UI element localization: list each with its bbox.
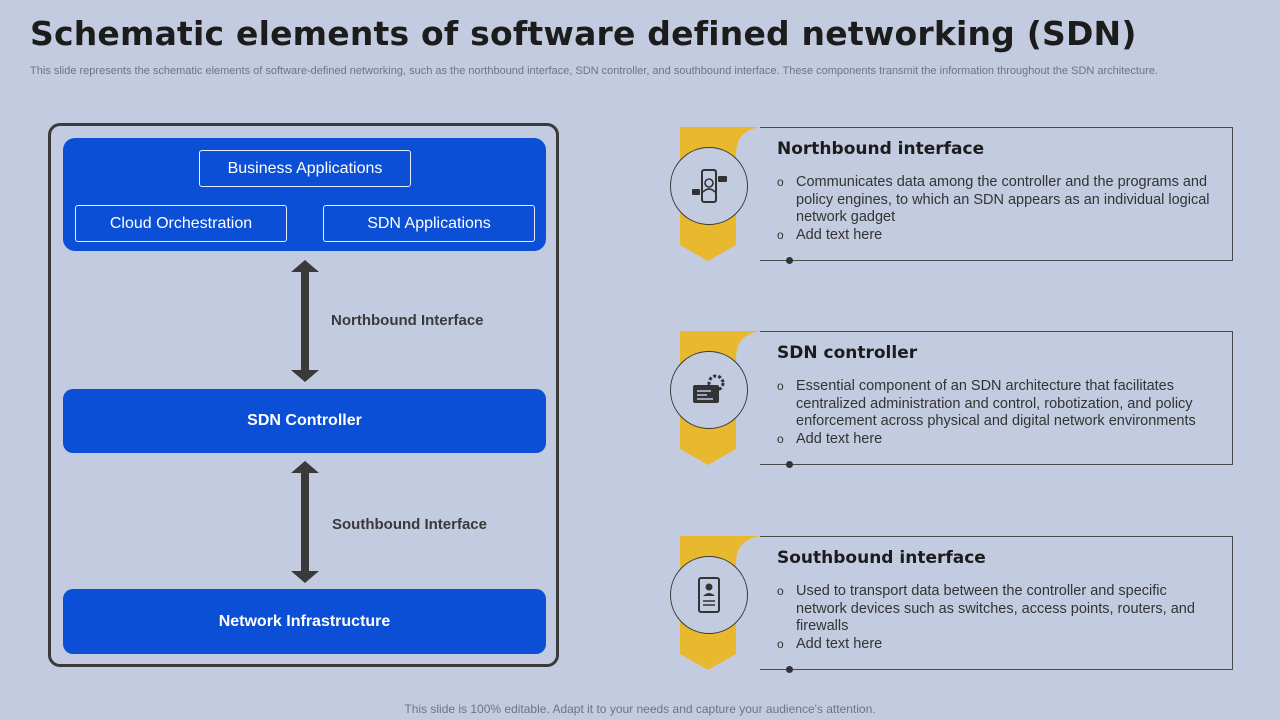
- southbound-arrow-icon: [291, 461, 319, 583]
- network-infrastructure-box: Network Infrastructure: [63, 589, 546, 654]
- divider-line: [790, 669, 1233, 670]
- card-northbound: Northbound interface Communicates data a…: [670, 127, 1233, 264]
- divider-dot: [786, 461, 793, 468]
- list-item: Essential component of an SDN architectu…: [777, 378, 1217, 431]
- divider-line: [790, 260, 1233, 261]
- divider-line: [790, 464, 1233, 465]
- card-sdn-controller: SDN controller Essential component of an…: [670, 331, 1233, 468]
- application-layer-box: [63, 138, 546, 251]
- card-heading: Southbound interface: [777, 548, 986, 568]
- card-southbound: Southbound interface Used to transport d…: [670, 536, 1233, 673]
- card-heading: Northbound interface: [777, 139, 985, 159]
- device-user-icon: [670, 556, 748, 634]
- slide-subtitle: This slide represents the schematic elem…: [30, 65, 1158, 77]
- sdn-diagram-frame: [48, 123, 559, 667]
- northbound-interface-label: Northbound Interface: [331, 312, 484, 329]
- bullet-list: Communicates data among the controller a…: [777, 174, 1217, 244]
- slide-footer: This slide is 100% editable. Adapt it to…: [404, 702, 876, 716]
- server-gear-icon: [670, 351, 748, 429]
- slide-title: Schematic elements of software defined n…: [30, 14, 1137, 53]
- southbound-interface-label: Southbound Interface: [332, 516, 487, 533]
- divider-dot: [786, 257, 793, 264]
- list-item: Add text here: [777, 431, 1217, 449]
- list-item: Add text here: [777, 227, 1217, 245]
- smartphone-icon: [670, 147, 748, 225]
- divider-dot: [786, 666, 793, 673]
- bullet-list: Essential component of an SDN architectu…: [777, 378, 1217, 448]
- northbound-arrow-icon: [291, 260, 319, 382]
- sdn-applications-box: SDN Applications: [323, 205, 535, 242]
- business-applications-box: Business Applications: [199, 150, 411, 187]
- list-item: Communicates data among the controller a…: [777, 174, 1217, 227]
- sdn-controller-box: SDN Controller: [63, 389, 546, 453]
- list-item: Used to transport data between the contr…: [777, 583, 1217, 636]
- card-heading: SDN controller: [777, 343, 918, 363]
- cloud-orchestration-box: Cloud Orchestration: [75, 205, 287, 242]
- list-item: Add text here: [777, 636, 1217, 654]
- bullet-list: Used to transport data between the contr…: [777, 583, 1217, 653]
